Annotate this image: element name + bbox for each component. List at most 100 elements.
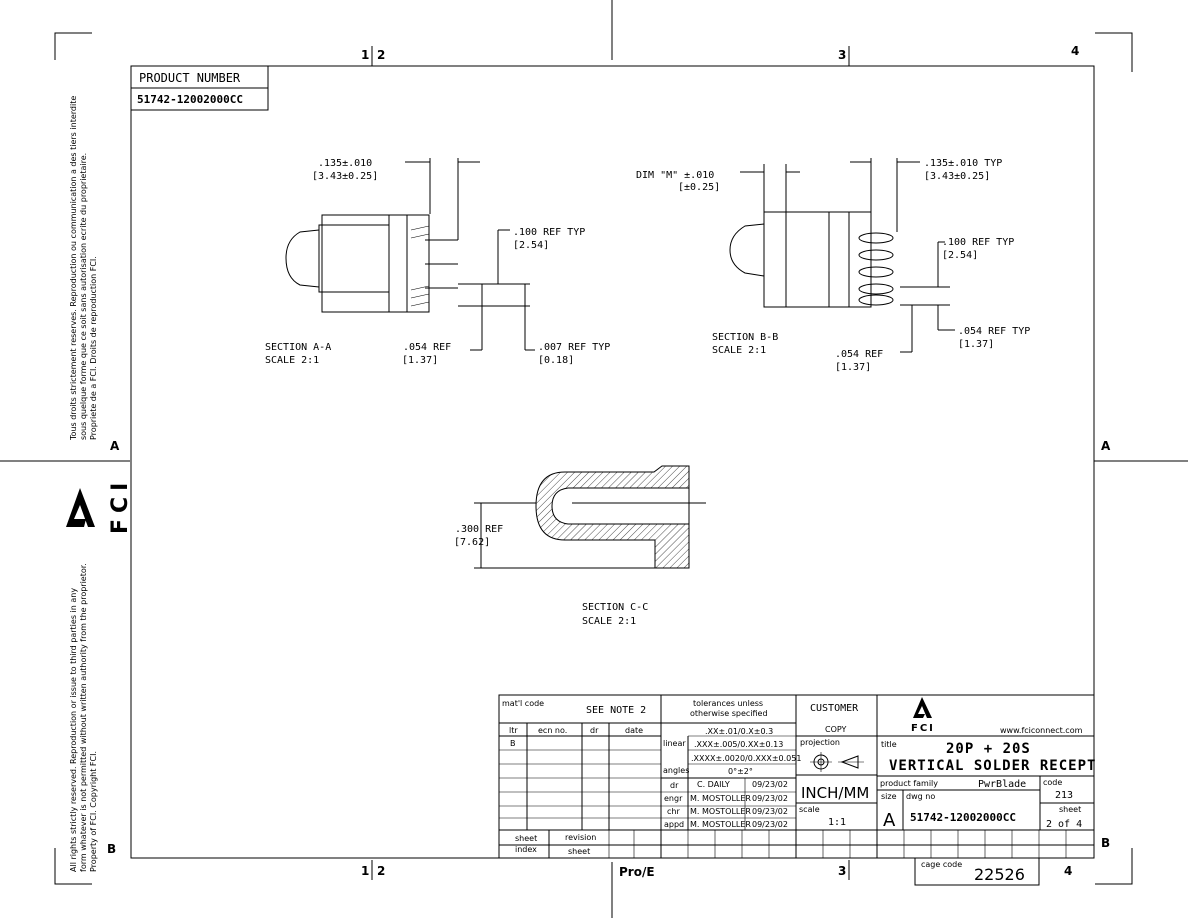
scale-value: 1:1: [828, 817, 846, 828]
aa-caption-line-2: SCALE 2:1: [265, 355, 319, 366]
linear-label: linear: [663, 739, 686, 748]
cage-code-label: cage code: [921, 860, 962, 869]
sheet-index-line-1: sheet: [515, 834, 537, 843]
tolerances-line-1: tolerances unless: [693, 699, 763, 708]
product-number-label: PRODUCT NUMBER: [139, 71, 241, 85]
aa-dim-007-line-1: .007 REF TYP: [538, 342, 610, 353]
zone-right-b: B: [1101, 836, 1110, 850]
section-a-a: .135±.010 [3.43±0.25] .100 REF TYP [2.54…: [265, 158, 610, 366]
sheet-label: sheet: [1059, 805, 1081, 814]
english-notice-line-1: All rights strictly reserved. Reproducti…: [69, 588, 78, 872]
cc-caption-line-2: SCALE 2:1: [582, 616, 636, 627]
pro-e-label: Pro/E: [619, 865, 655, 879]
bb-dim-m-line-1: DIM "M" ±.010: [636, 170, 714, 181]
ecn-no-label: ecn no.: [538, 726, 567, 735]
name-chr: M. MOSTOLLER: [690, 807, 751, 816]
cc-dim-line-1: .300 REF: [455, 524, 503, 535]
date-appd: 09/23/02: [752, 820, 788, 829]
title-line-2: VERTICAL SOLDER RECEPT: [889, 758, 1096, 774]
projection-label: projection: [800, 738, 840, 747]
zone-bottom-2: 2: [377, 864, 385, 878]
aa-dim-007-line-2: [0.18]: [538, 355, 574, 366]
zone-left-a: A: [110, 439, 120, 453]
angles-label: angles: [663, 766, 689, 775]
side-logo-text: FCI: [108, 477, 133, 534]
tol-angle: 0°±2°: [728, 767, 753, 776]
units-label: INCH/MM: [801, 784, 869, 802]
company-name: FCI: [911, 723, 935, 734]
customer-label: CUSTOMER: [810, 703, 859, 714]
zone-top-1: 1: [361, 48, 369, 62]
dwg-no-label: dwg no: [906, 792, 935, 801]
tolerances-line-2: otherwise specified: [690, 709, 768, 718]
bb-caption-line-2: SCALE 2:1: [712, 345, 766, 356]
tol-xxxx: .XXXX±.0020/0.XXX±0.051: [691, 754, 801, 763]
fci-logo-small-icon: [913, 697, 932, 718]
date-chr: 09/23/02: [752, 807, 788, 816]
copy-label: COPY: [825, 725, 847, 734]
role-chr: chr: [667, 807, 680, 816]
french-notice-line-3: Propriete de a FCI. Droits de reproducti…: [89, 256, 98, 440]
sheet-value: 2 of 4: [1046, 819, 1082, 830]
name-appd: M. MOSTOLLER: [690, 820, 751, 829]
cc-dim-line-2: [7.62]: [454, 537, 490, 548]
bb-dim-054-line-2: [1.37]: [835, 362, 871, 373]
name-engr: M. MOSTOLLER: [690, 794, 751, 803]
side-legal-text: Tous droits strictement reserves. Reprod…: [66, 96, 133, 872]
ltr-label: ltr: [509, 726, 518, 735]
bb-dim-054r-line-2: [1.37]: [958, 339, 994, 350]
product-number-box: PRODUCT NUMBER 51742-12002000CC: [130, 65, 269, 111]
sheet-column-label: sheet: [568, 847, 590, 856]
bb-dim-m-line-2: [±0.25]: [678, 182, 720, 193]
size-value: A: [883, 810, 896, 831]
cc-caption-line-1: SECTION C-C: [582, 602, 648, 613]
bb-dim-054-line-1: .054 REF: [835, 349, 883, 360]
zone-right-a: A: [1101, 439, 1111, 453]
title-block: mat'l code SEE NOTE 2 tolerances unless …: [498, 694, 1096, 859]
section-c-c: .300 REF [7.62] SECTION C-C SCALE 2:1: [454, 465, 706, 627]
zone-bottom-1: 1: [361, 864, 369, 878]
aa-dim-054-line-2: [1.37]: [402, 355, 438, 366]
tol-xx: .XX±.01/0.X±0.3: [705, 727, 773, 736]
date-label: date: [625, 726, 643, 735]
name-dr: C. DAILY: [697, 780, 730, 789]
role-appd: appd: [664, 820, 684, 829]
bb-dim-ref-line-2: [2.54]: [942, 250, 978, 261]
date-engr: 09/23/02: [752, 794, 788, 803]
role-engr: engr: [664, 794, 683, 803]
date-dr: 09/23/02: [752, 780, 788, 789]
english-notice-line-2: form whatever is not permitted without w…: [79, 563, 88, 872]
bb-caption-line-1: SECTION B-B: [712, 332, 778, 343]
aa-dim-ref-line-2: [2.54]: [513, 240, 549, 251]
revision-letter: B: [510, 739, 516, 748]
product-family-label: product family: [880, 779, 938, 788]
zone-top-3: 3: [838, 48, 846, 62]
zone-bottom-4: 4: [1064, 864, 1072, 878]
aa-caption-line-1: SECTION A-A: [265, 342, 331, 353]
see-note-label: SEE NOTE 2: [586, 705, 646, 716]
zone-bottom-3: 3: [838, 864, 846, 878]
title-line-1: 20P + 20S: [946, 741, 1031, 757]
matl-code-label: mat'l code: [502, 699, 544, 708]
projection-symbol-icon: [810, 752, 864, 772]
aa-dim-ref-line-1: .100 REF TYP: [513, 227, 585, 238]
cage-code-box: cage code 22526: [914, 857, 1040, 886]
product-number-value: 51742-12002000CC: [137, 93, 243, 106]
cage-code-value: 22526: [974, 865, 1025, 884]
zone-left-b: B: [107, 842, 116, 856]
title-label: title: [881, 740, 897, 749]
english-notice-line-3: Property of FCI. Copyright FCI.: [89, 751, 98, 872]
dr-label: dr: [590, 726, 599, 735]
tol-xxx: .XXX±.005/0.XX±0.13: [694, 740, 783, 749]
code-label: code: [1043, 778, 1062, 787]
french-notice-line-1: Tous droits strictement reserves. Reprod…: [69, 96, 78, 441]
bb-dim-top-line-2: [3.43±0.25]: [924, 171, 990, 182]
french-notice-line-2: sous quelque forme que ce soit sans auto…: [79, 153, 88, 440]
code-value: 213: [1055, 790, 1073, 801]
size-label: size: [881, 792, 897, 801]
aa-dim-top-line-1: .135±.010: [318, 158, 372, 169]
zone-top-4: 4: [1071, 44, 1079, 58]
bb-dim-top-line-1: .135±.010 TYP: [924, 158, 1002, 169]
bb-dim-054r-line-1: .054 REF TYP: [958, 326, 1030, 337]
